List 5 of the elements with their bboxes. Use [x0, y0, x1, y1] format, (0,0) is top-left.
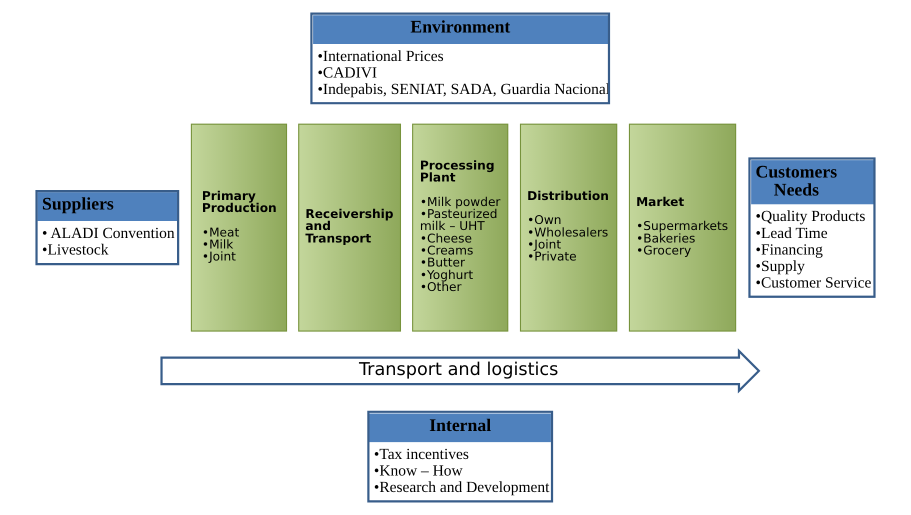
node-box: Processing Plant •Milk powder •Pasteurized milk – UHT •Cheese •Creams •Butter •Yoghurt •Other	[412, 124, 508, 332]
node-box: Primary Production •Meat •Milk •Joint	[190, 124, 288, 332]
node-box: Receivership and Transport	[298, 124, 402, 332]
node-box: Distribution •Own •Wholesalers •Joint •Private	[520, 124, 618, 332]
node-box: Market •Supermarkets •Bakeries •Grocery	[628, 124, 736, 332]
